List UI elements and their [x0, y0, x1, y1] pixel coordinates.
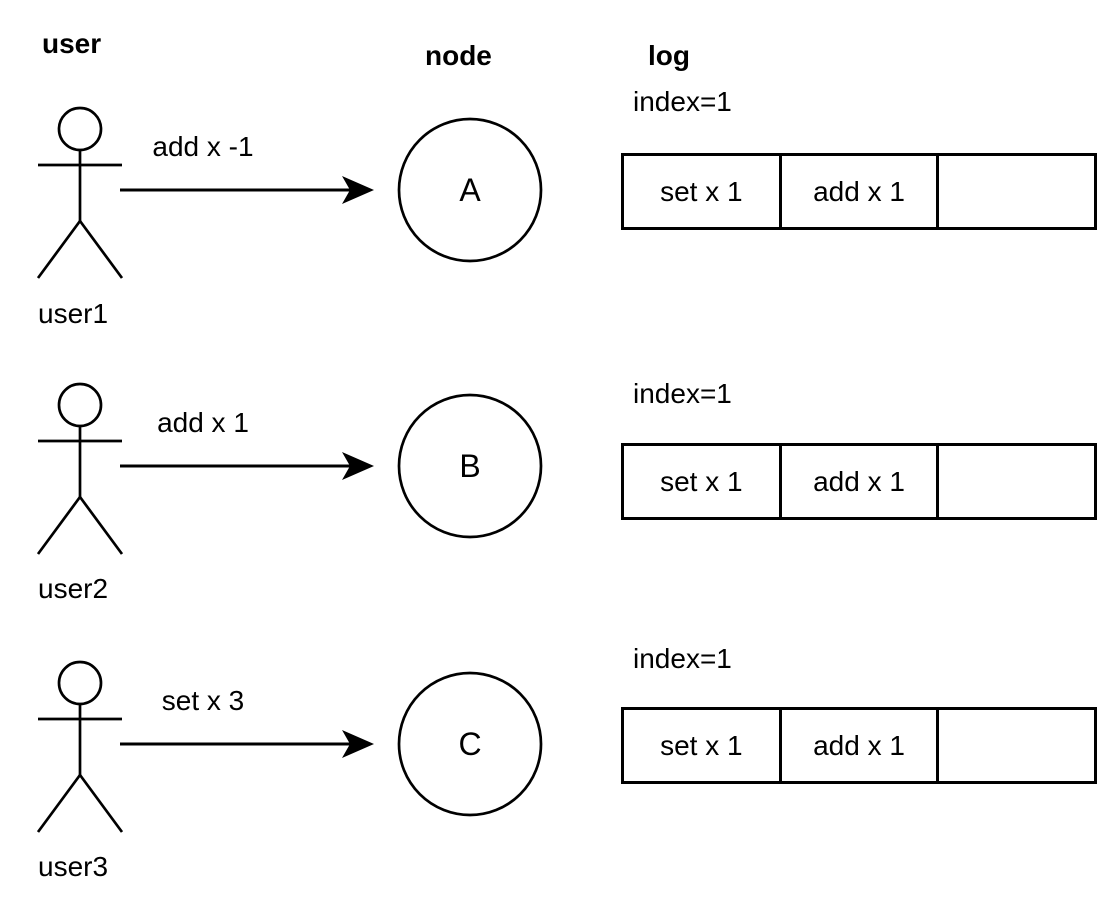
message-arrow — [120, 730, 374, 758]
message-label: add x 1 — [157, 407, 249, 438]
log-cell — [936, 156, 1094, 227]
column-header-user: user — [42, 28, 102, 59]
arrowhead-icon — [342, 176, 374, 204]
row-shapes-3: C — [36, 660, 543, 833]
log-index-label: index=1 — [633, 378, 732, 409]
log-table: set x 1 add x 1 — [621, 707, 1097, 784]
node-label: B — [459, 448, 480, 484]
node-circle — [397, 393, 543, 539]
log-cell — [936, 446, 1094, 517]
message-label: set x 3 — [161, 685, 245, 716]
node-circle — [397, 117, 543, 263]
log-cell: add x 1 — [778, 156, 937, 227]
user-actor-icon — [36, 660, 124, 833]
row-shapes-1: A — [36, 106, 543, 279]
user-actor-icon — [36, 382, 124, 555]
log-table: set x 1 add x 1 — [621, 443, 1097, 520]
row-shapes-2: B — [36, 382, 543, 555]
message-arrow — [120, 452, 374, 480]
log-cell — [936, 710, 1094, 781]
message-label: add x -1 — [152, 131, 254, 162]
message-arrow — [120, 176, 374, 204]
log-table: set x 1 add x 1 — [621, 153, 1097, 230]
column-header-node: node — [425, 40, 492, 71]
node-label: A — [459, 172, 481, 208]
user-name-label: user2 — [38, 573, 109, 604]
log-cell: set x 1 — [660, 175, 743, 207]
node-label: C — [458, 726, 481, 762]
log-cell: set x 1 — [660, 465, 743, 497]
arrowhead-icon — [342, 730, 374, 758]
column-header-log: log — [648, 40, 690, 71]
log-cell: set x 1 — [660, 729, 743, 761]
user-actor-icon — [36, 106, 124, 279]
arrowhead-icon — [342, 452, 374, 480]
user-name-label: user1 — [38, 298, 109, 329]
user-name-label: user3 — [38, 851, 109, 882]
node-circle — [397, 671, 543, 817]
log-index-label: index=1 — [633, 643, 732, 674]
log-index-label: index=1 — [633, 86, 732, 117]
log-cell: add x 1 — [778, 446, 937, 517]
log-cell: add x 1 — [778, 710, 937, 781]
